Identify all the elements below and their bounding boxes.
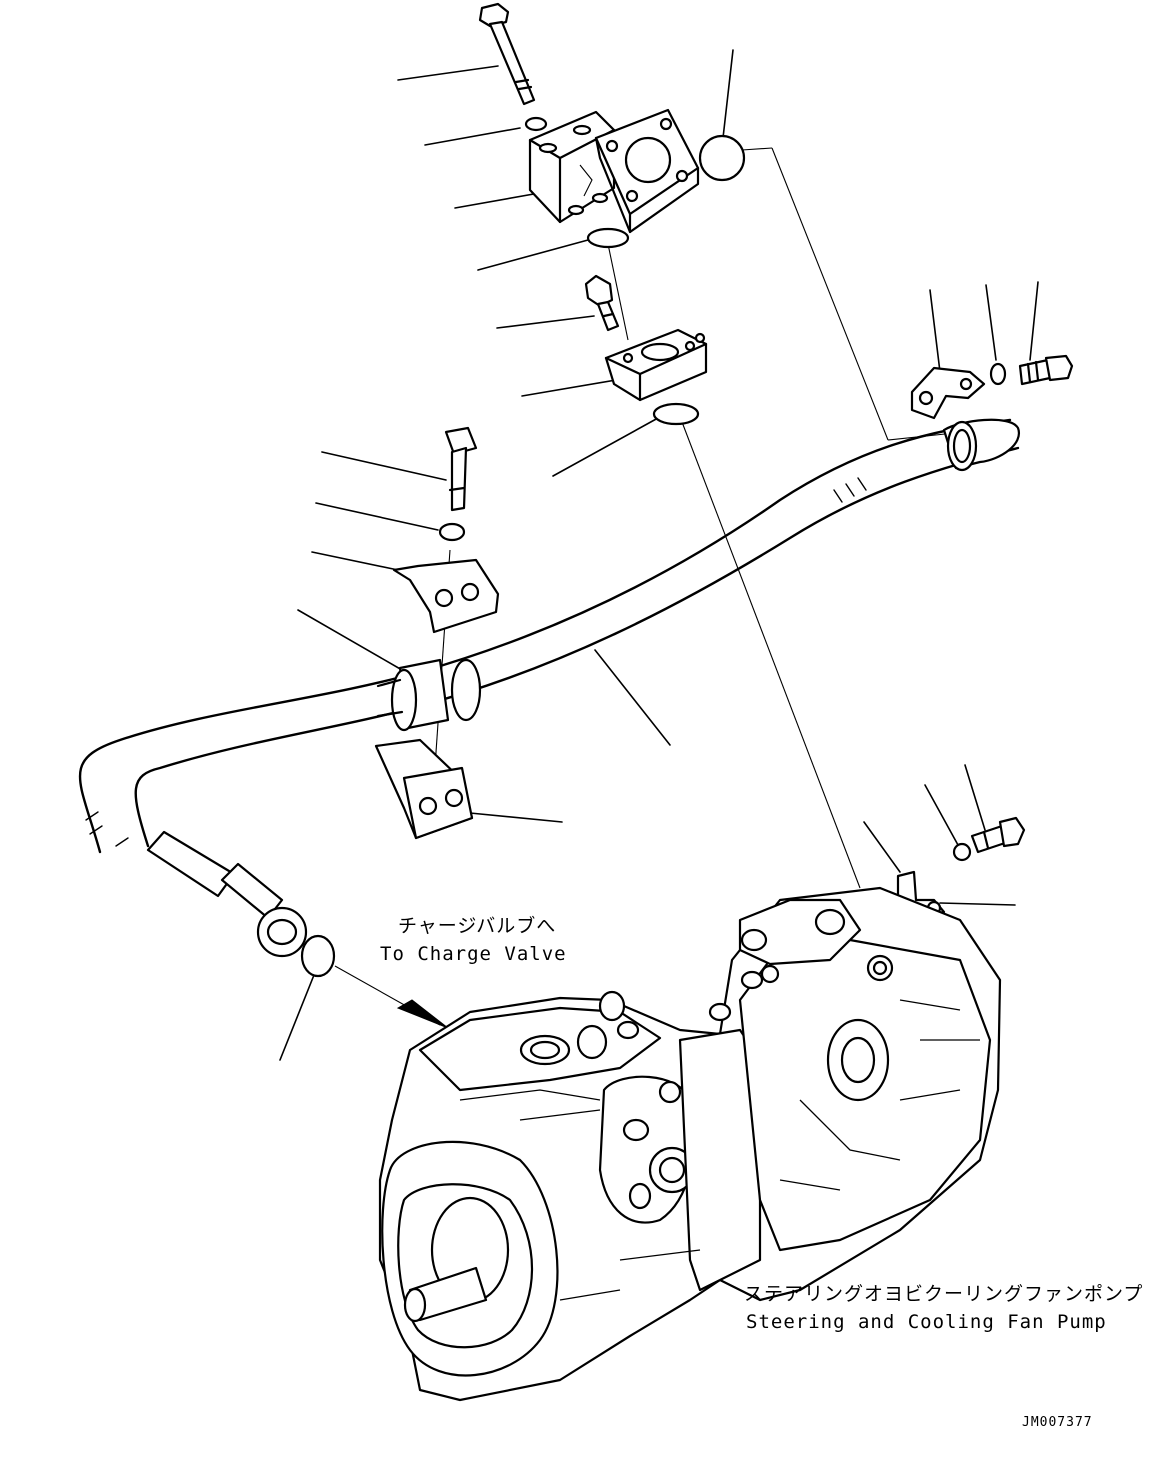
split-flange (604, 328, 708, 402)
charge-valve-label-en: To Charge Valve (380, 943, 567, 965)
clamp-upper (392, 558, 500, 634)
clamp-lower (374, 738, 474, 840)
washer-icon (524, 116, 548, 132)
leader-lines (279, 49, 1039, 1061)
clamp-bolt (444, 426, 478, 512)
arrow-icon (396, 999, 449, 1029)
pump-label-en: Steering and Cooling Fan Pump (746, 1311, 1107, 1333)
bracket-right (910, 366, 986, 420)
o-ring-lower (300, 934, 336, 978)
pump-washer-icon (952, 842, 972, 862)
washer-right-icon (989, 362, 1007, 386)
socket-bolt (584, 274, 620, 332)
o-ring-3 (652, 402, 700, 426)
top-bolt (478, 2, 536, 106)
pump-bolt (970, 816, 1026, 854)
valve-block (528, 110, 616, 224)
flange-plate (594, 108, 700, 234)
bolt-right (1018, 354, 1074, 386)
o-ring-2 (586, 227, 630, 249)
pump-label-ja: ステアリングオヨビクーリングファンポンプ (744, 1283, 1143, 1305)
charge-valve-label-ja: チャージバルブへ (398, 914, 556, 937)
hose (78, 418, 1021, 958)
drawing-code: JM007377 (1022, 1415, 1093, 1430)
o-ring-1 (698, 134, 746, 182)
clamp-washer-icon (438, 522, 466, 542)
pump-body (378, 886, 1002, 1402)
